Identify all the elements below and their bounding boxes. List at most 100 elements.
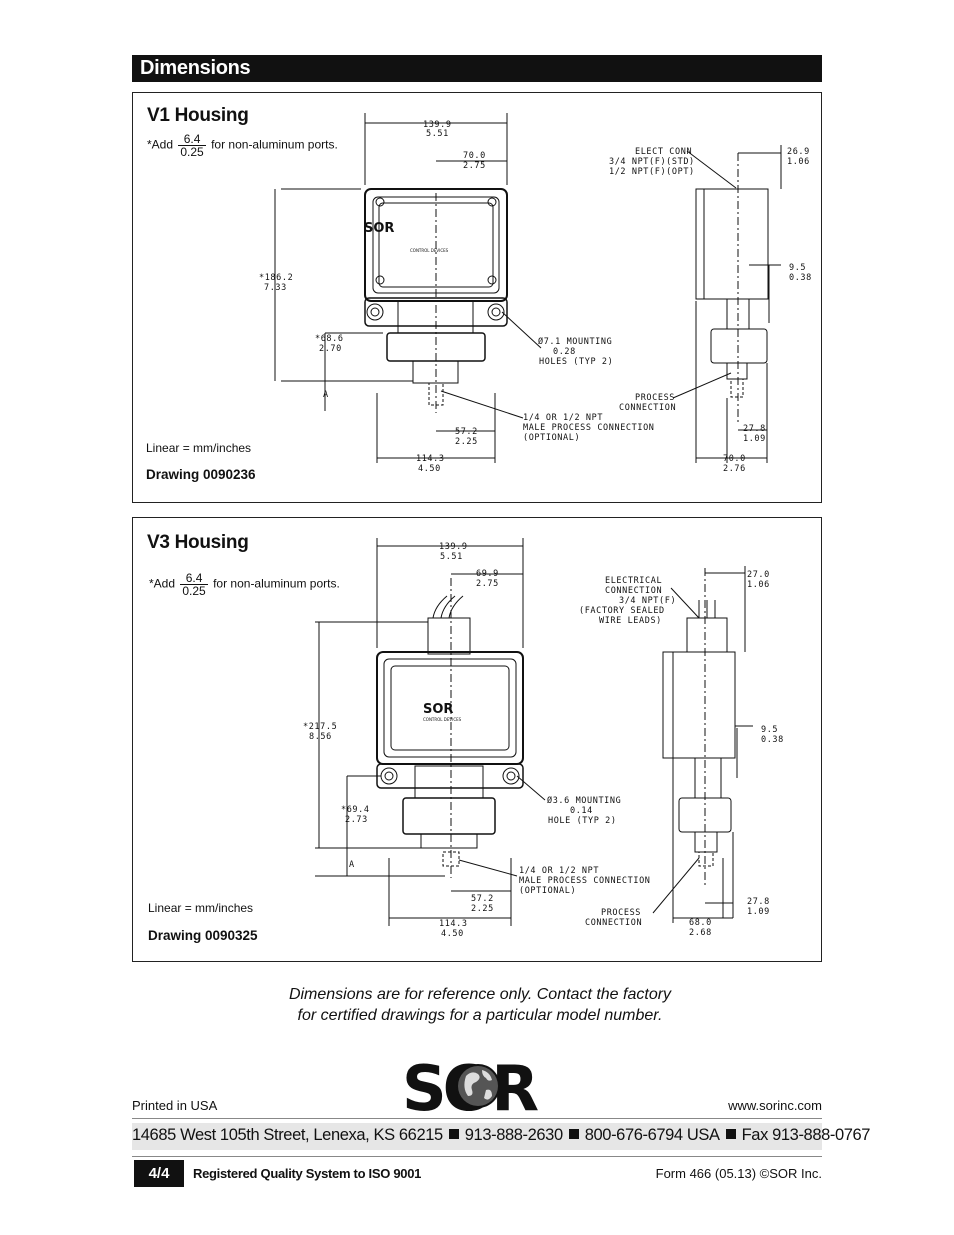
v1-npt-2: MALE PROCESS CONNECTION xyxy=(523,423,655,433)
v1-drawing-number: Drawing 0090236 xyxy=(146,467,256,482)
v1-drawing: SOR CONTROL DEVICES 139.9 5.51 70.0 2.75… xyxy=(259,113,812,474)
v3-note-fraction: 6.4 0.25 xyxy=(180,572,208,598)
v1-housing-logo: SOR xyxy=(364,221,394,236)
v3-npt-1: 1/4 OR 1/2 NPT xyxy=(519,866,599,876)
v3-proc-1: PROCESS xyxy=(601,908,641,918)
v1-side-mid-in: 0.38 xyxy=(789,273,812,283)
v1-dim-offset-in: 2.25 xyxy=(455,437,478,447)
v1-note-prefix: *Add xyxy=(147,137,174,152)
v3-dim-base-in: 4.50 xyxy=(441,929,464,939)
v1-note-denominator: 0.25 xyxy=(180,145,204,159)
sor-logo: SOR xyxy=(402,1054,542,1114)
phone-tollfree: 800-676-6794 USA xyxy=(584,1126,720,1144)
v3-dim-offset-in: 2.25 xyxy=(471,904,494,914)
v1-side-top-mm: 26.9 xyxy=(787,147,810,157)
v3-side-mid-mm: 9.5 xyxy=(761,725,778,735)
footer-divider-bottom xyxy=(132,1156,822,1157)
v1-dim-half-in: 2.75 xyxy=(463,161,486,171)
v3-side-base-in: 2.68 xyxy=(689,928,712,938)
printed-in-usa: Printed in USA xyxy=(132,1098,218,1113)
v3-dim-lower-in: 2.73 xyxy=(345,815,368,825)
v3-drawing: SOR CONTROL DEVICES 139.9 5.51 69.9 2.75… xyxy=(303,538,784,939)
square-bullet-icon xyxy=(725,1129,736,1139)
v3-drawing-number: Drawing 0090325 xyxy=(148,928,258,943)
square-bullet-icon xyxy=(448,1129,459,1139)
address-text: 14685 West 105th Street, Lenexa, KS 6621… xyxy=(132,1126,443,1144)
v1-housing-panel: V1 Housing *Add 6.4 0.25 for non-aluminu… xyxy=(132,92,822,503)
v3-note-numerator: 6.4 xyxy=(180,572,208,585)
v3-port-note: *Add 6.4 0.25 for non-aluminum ports. xyxy=(149,572,340,597)
v3-note-denominator: 0.25 xyxy=(182,584,206,598)
v3-npt-2: MALE PROCESS CONNECTION xyxy=(519,876,651,886)
disclaimer-line-1: Dimensions are for reference only. Conta… xyxy=(288,986,672,1003)
v3-elect-5: WIRE LEADS) xyxy=(599,616,662,626)
v1-dim-height-mm: *186.2 xyxy=(259,273,293,283)
contact-line: 14685 West 105th Street, Lenexa, KS 6621… xyxy=(132,1126,870,1145)
page-number: 4/4 xyxy=(134,1160,184,1187)
v1-mount-3: HOLES (TYP 2) xyxy=(539,357,613,367)
square-bullet-icon xyxy=(568,1129,579,1139)
v1-linear-note: Linear = mm/inches xyxy=(146,441,252,455)
v1-npt-3: (OPTIONAL) xyxy=(523,433,580,443)
v3-dim-a: A xyxy=(349,860,355,870)
v3-dim-width-in: 5.51 xyxy=(440,552,463,562)
v3-note-prefix: *Add xyxy=(149,576,176,591)
v1-proc-2: CONNECTION xyxy=(619,403,676,413)
v1-port-note: *Add 6.4 0.25 for non-aluminum ports. xyxy=(147,133,338,158)
v3-linear-note: Linear = mm/inches xyxy=(148,901,254,915)
v3-dim-height-in: 8.56 xyxy=(309,732,332,742)
v1-npt-1: 1/4 OR 1/2 NPT xyxy=(523,413,603,423)
v3-dim-height-mm: *217.5 xyxy=(303,722,337,732)
section-title: Dimensions xyxy=(140,57,251,79)
v3-elect-1: ELECTRICAL xyxy=(605,576,662,586)
v3-side-base-mm: 68.0 xyxy=(689,918,712,928)
v1-dim-height-in: 7.33 xyxy=(264,283,287,293)
v1-housing-logo-sub: CONTROL DEVICES xyxy=(410,248,449,253)
v1-elect-3: 1/2 NPT(F)(OPT) xyxy=(609,167,695,177)
phone-local: 913-888-2630 xyxy=(464,1126,563,1144)
v3-npt-3: (OPTIONAL) xyxy=(519,886,576,896)
address-bar xyxy=(132,1123,822,1150)
v1-dim-width-in: 5.51 xyxy=(426,129,449,139)
section-header-bar xyxy=(132,55,822,82)
v3-dim-offset-mm: 57.2 xyxy=(471,894,494,904)
v1-dim-a: A xyxy=(323,390,329,400)
v3-mount-3: HOLE (TYP 2) xyxy=(548,816,617,826)
v3-side-mid-in: 0.38 xyxy=(761,735,784,745)
v1-dim-offset-mm: 57.2 xyxy=(455,427,478,437)
website-link[interactable]: www.sorinc.com xyxy=(728,1098,822,1113)
v1-side-mid-mm: 9.5 xyxy=(789,263,806,273)
v3-side-low-mm: 27.8 xyxy=(747,897,770,907)
v3-proc-2: CONNECTION xyxy=(585,918,642,928)
v3-housing-logo: SOR xyxy=(423,702,453,717)
v1-dim-lower-mm: *68.6 xyxy=(315,334,344,344)
v1-dim-half-mm: 70.0 xyxy=(463,151,486,161)
v1-note-numerator: 6.4 xyxy=(178,133,206,146)
v3-dim-width-mm: 139.9 xyxy=(439,542,468,552)
v1-side-top-in: 1.06 xyxy=(787,157,810,167)
v3-elect-2: CONNECTION xyxy=(605,586,662,596)
v1-mount-2: 0.28 xyxy=(553,347,576,357)
v3-dim-lower-mm: *69.4 xyxy=(341,805,370,815)
v1-housing-title: V1 Housing xyxy=(147,105,249,126)
v1-elect-2: 3/4 NPT(F)(STD) xyxy=(609,157,695,167)
v1-side-low-in: 1.09 xyxy=(743,434,766,444)
v3-mount-2: 0.14 xyxy=(570,806,593,816)
v3-housing-logo-sub: CONTROL DEVICES xyxy=(423,717,462,722)
v1-side-base-in: 2.76 xyxy=(723,464,746,474)
v3-dim-half-in: 2.75 xyxy=(476,579,499,589)
v1-dim-width-mm: 139.9 xyxy=(423,120,452,130)
form-number: Form 466 (05.13) ©SOR Inc. xyxy=(655,1166,822,1181)
v3-elect-4: (FACTORY SEALED xyxy=(579,606,665,616)
v3-mount-1: Ø3.6 MOUNTING xyxy=(547,795,621,806)
v1-side-base-mm: 70.0 xyxy=(723,454,746,464)
v3-dim-base-mm: 114.3 xyxy=(439,919,468,929)
footer-divider-top xyxy=(132,1118,822,1119)
v3-elect-3: 3/4 NPT(F) xyxy=(619,596,676,606)
v3-side-top-mm: 27.0 xyxy=(747,570,770,580)
v1-side-low-mm: 27.8 xyxy=(743,424,766,434)
v3-note-suffix: for non-aluminum ports. xyxy=(213,576,340,591)
iso-registration: Registered Quality System to ISO 9001 xyxy=(193,1166,422,1181)
v3-side-top-in: 1.06 xyxy=(747,580,770,590)
v1-elect-1: ELECT CONN xyxy=(635,147,692,157)
